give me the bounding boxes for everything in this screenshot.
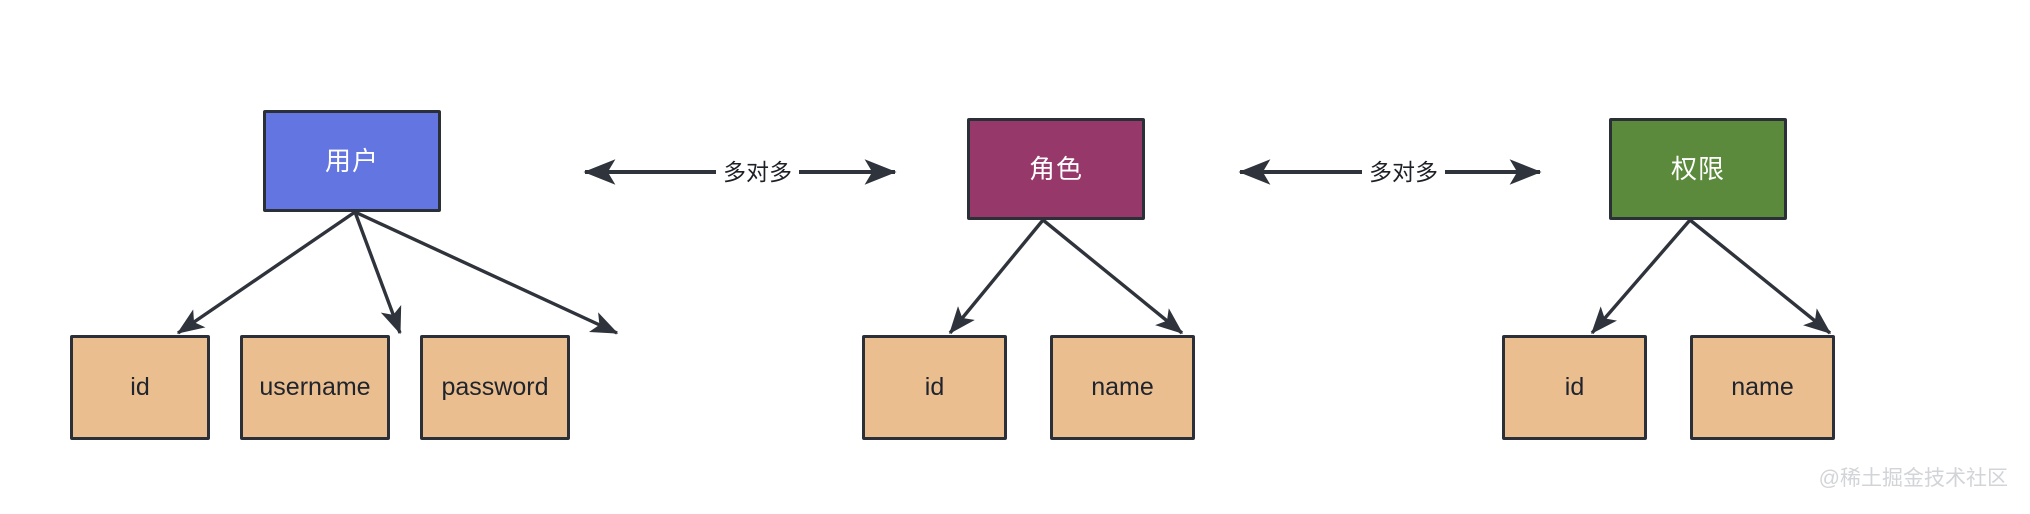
relationship-label-role-permission: 多对多 xyxy=(1362,159,1445,186)
attribute-edge-user-to-user-password xyxy=(354,210,619,335)
entity-box-permission[interactable]: 权限 xyxy=(1609,118,1787,220)
attribute-box-user-password[interactable]: password xyxy=(420,335,570,440)
attribute-edge-role-to-role-name xyxy=(1041,218,1184,335)
attribute-box-user-id[interactable]: id xyxy=(70,335,210,440)
attribute-box-role-id[interactable]: id xyxy=(862,335,1007,440)
attribute-edge-permission-to-perm-id xyxy=(1590,218,1692,335)
attribute-edge-role-to-role-id xyxy=(948,218,1045,335)
attribute-box-perm-id[interactable]: id xyxy=(1502,335,1647,440)
attribute-edge-user-to-user-username xyxy=(353,211,402,335)
attribute-edges xyxy=(176,210,1832,335)
entity-box-role[interactable]: 角色 xyxy=(967,118,1145,220)
attribute-edge-permission-to-perm-name xyxy=(1688,218,1832,335)
entity-box-user[interactable]: 用户 xyxy=(263,110,441,212)
watermark: @稀土掘金技术社区 xyxy=(1818,467,2008,490)
attribute-box-role-name[interactable]: name xyxy=(1050,335,1195,440)
relationship-label-user-role: 多对多 xyxy=(716,159,799,186)
attribute-box-perm-name[interactable]: name xyxy=(1690,335,1835,440)
attribute-edge-user-to-user-id xyxy=(176,210,356,335)
attribute-box-user-username[interactable]: username xyxy=(240,335,390,440)
